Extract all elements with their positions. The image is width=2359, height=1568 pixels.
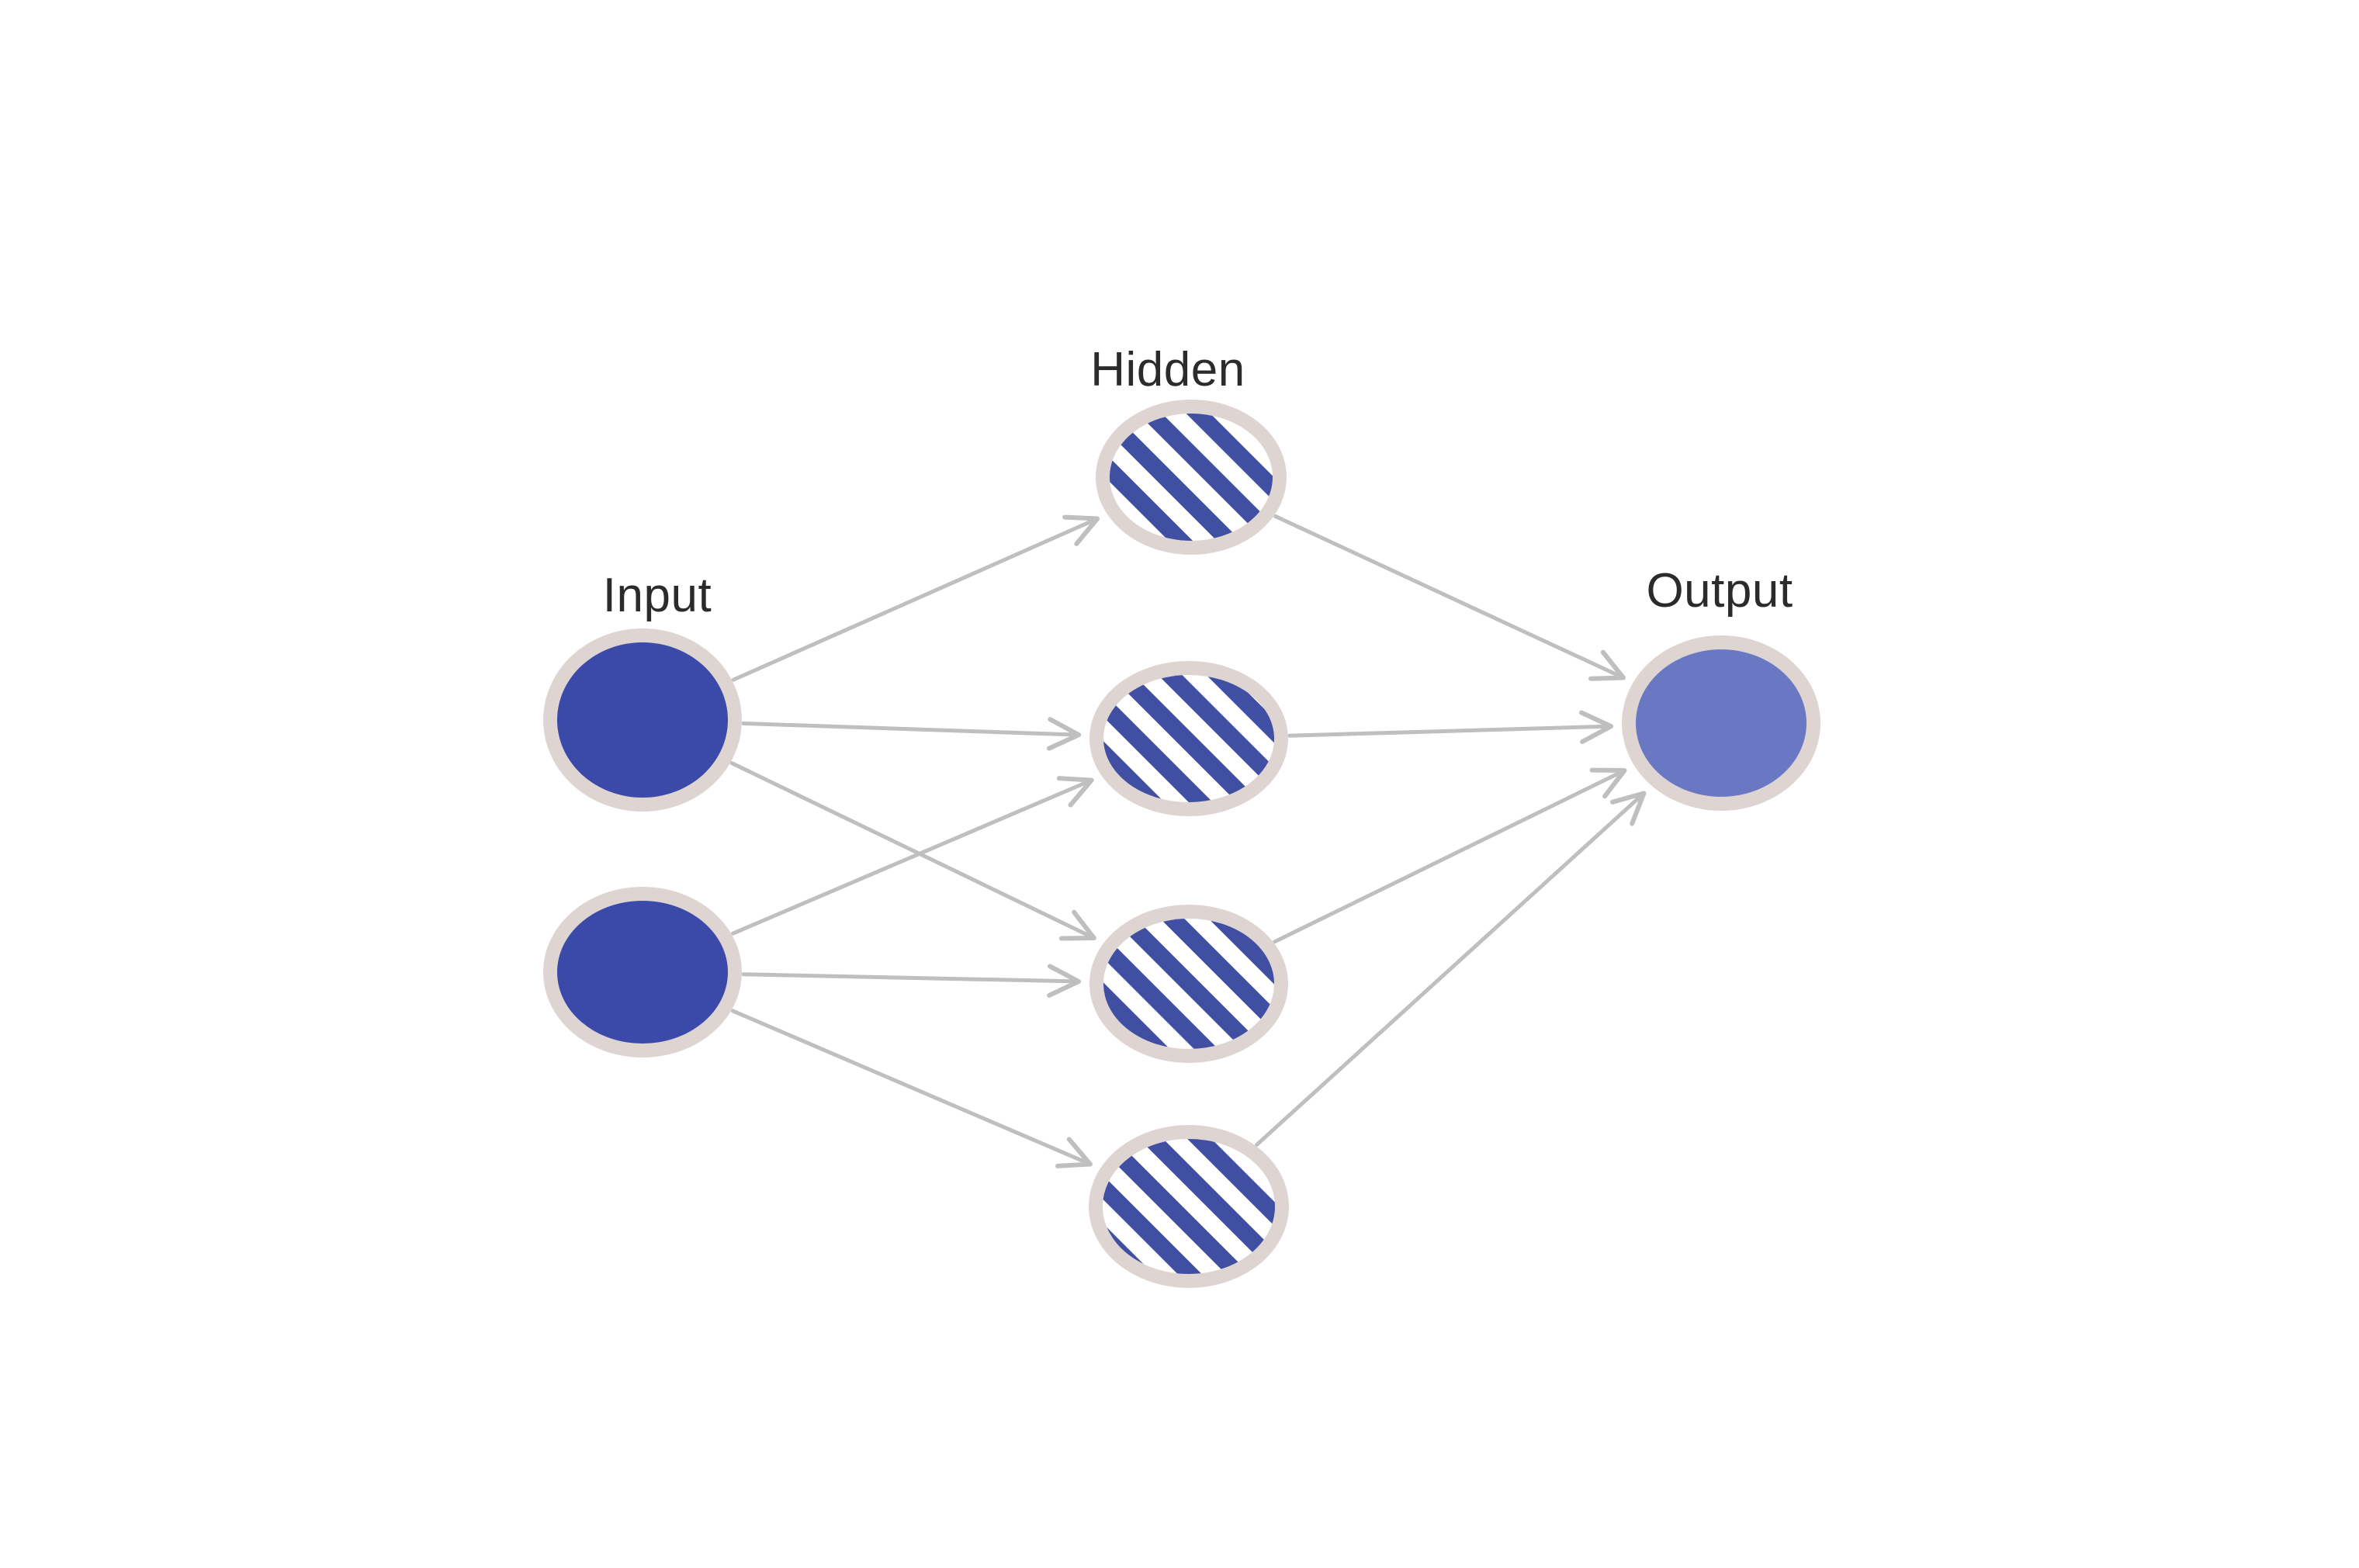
node-hidden-3[interactable] [1089, 905, 1288, 1063]
node-fill-hatched [1103, 919, 1274, 1049]
edge-i2-to-h2 [730, 776, 1094, 936]
node-input-1[interactable] [543, 628, 742, 812]
edges-group [729, 514, 1647, 1168]
node-fill-hatched [1103, 675, 1274, 802]
edge-i1-to-h2 [741, 717, 1082, 751]
layer-label-input: Input [603, 569, 712, 622]
node-fill-solid [557, 901, 728, 1044]
node-hidden-1[interactable] [1096, 400, 1287, 555]
node-input-2[interactable] [543, 887, 742, 1057]
nodes-group [543, 400, 1820, 1288]
edge-h4-to-o1 [1255, 791, 1647, 1147]
edge-h1-to-o1 [1273, 514, 1626, 681]
edge-i2-to-h4 [730, 1009, 1093, 1168]
edge-i1-to-h3 [729, 761, 1096, 941]
layer-label-output: Output [1646, 564, 1793, 618]
node-output-1[interactable] [1622, 635, 1820, 811]
edge-h2-to-o1 [1287, 710, 1614, 744]
layer-label-hidden: Hidden [1090, 343, 1245, 396]
edge-i1-to-h1 [731, 514, 1100, 682]
node-fill-solid [557, 642, 728, 798]
edge-h3-to-o1 [1273, 767, 1627, 944]
node-fill-hatched [1103, 1139, 1275, 1274]
node-fill-hatched [1110, 414, 1273, 541]
node-fill-solid [1636, 649, 1806, 797]
node-hidden-2[interactable] [1089, 661, 1288, 816]
edge-i2-to-h3 [741, 964, 1082, 998]
node-hidden-4[interactable] [1089, 1125, 1289, 1288]
